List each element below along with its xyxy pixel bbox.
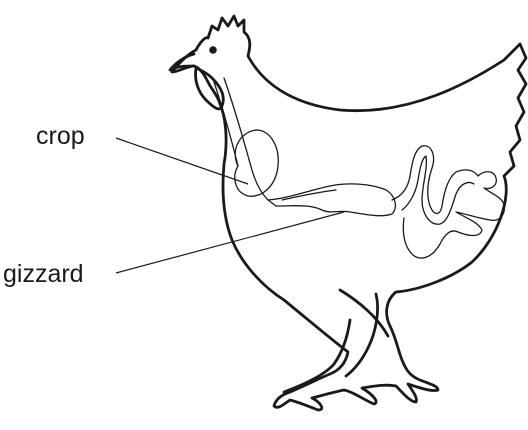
crop-label: crop [36, 124, 85, 149]
gizzard-leader-line [116, 212, 344, 273]
gizzard-label: gizzard [3, 262, 84, 287]
crop-leader-line [116, 138, 248, 184]
